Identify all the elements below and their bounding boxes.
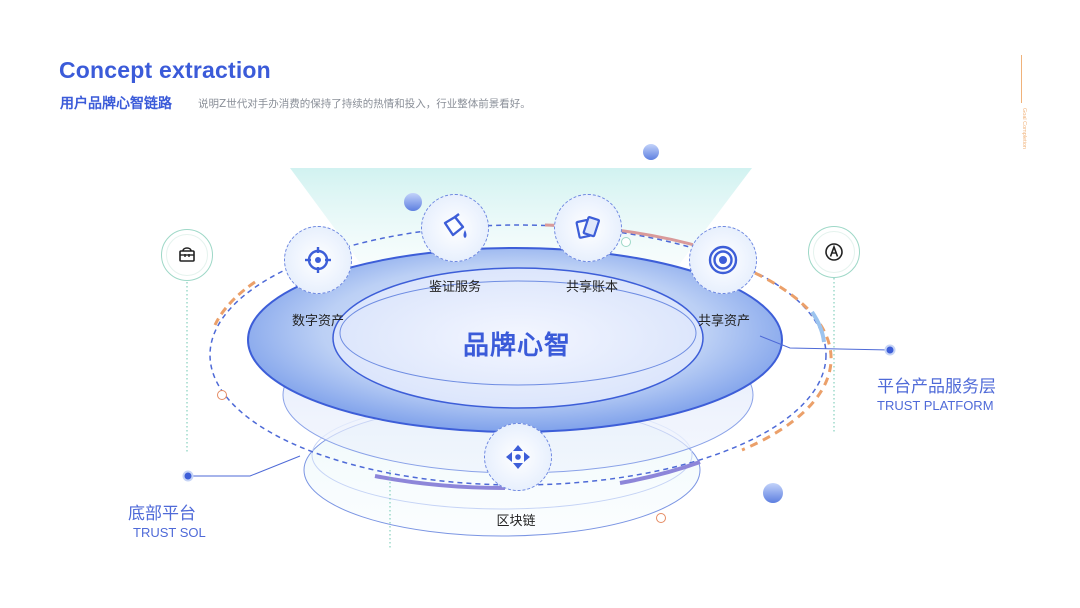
page-subtitle: 用户品牌心智链路 [60, 96, 172, 112]
callout-line-platform [759, 335, 891, 351]
move-arrows-icon [506, 445, 530, 469]
floating-sphere-1 [643, 144, 659, 160]
marker-circle-top [621, 237, 631, 247]
node-digital-assets[interactable] [284, 226, 352, 294]
side-node-right[interactable] [808, 226, 860, 278]
orbit-ring-accent-orange-right [741, 271, 833, 452]
layer-platform-title: 平台产品服务层 [877, 377, 996, 397]
crosshair-icon [305, 247, 331, 273]
orbit-ring [209, 224, 827, 486]
compass-icon [825, 243, 843, 261]
node-label-shared-assets: 共享资产 [697, 314, 751, 329]
node-blockchain[interactable] [484, 423, 552, 491]
node-label-blockchain: 区块链 [496, 514, 536, 529]
cards-icon [575, 216, 601, 239]
orbit-ring-accent-orange-left [213, 280, 256, 326]
layer-platform-subtitle: TRUST PLATFORM [877, 398, 994, 413]
paint-bucket-icon [443, 213, 467, 238]
top-disc-inner [332, 267, 704, 409]
node-shared-assets[interactable] [689, 226, 757, 294]
page-title: Concept extraction [59, 57, 271, 83]
orbit-ring-accent-bottom-right [619, 460, 701, 485]
callout-line-base [188, 455, 301, 477]
floating-sphere-3 [763, 483, 783, 503]
side-node-left[interactable] [161, 229, 213, 281]
orbit-ring-accent-blue-right [810, 310, 826, 343]
orbit-ring-accent-bottom [374, 474, 506, 491]
callout-dot-platform [884, 344, 896, 356]
basket-icon [179, 247, 195, 262]
floating-sphere-2 [404, 193, 422, 211]
node-label-shared-ledger: 共享账本 [565, 280, 619, 295]
layer-base-subtitle: TRUST SOL [133, 525, 206, 540]
node-label-digital-assets: 数字资产 [291, 314, 345, 329]
page-description: 说明Z世代对手办消费的保持了持续的热情和投入，行业整体前景看好。 [198, 98, 531, 110]
layer-base-title: 底部平台 [128, 504, 196, 524]
callout-dot-base [182, 470, 194, 482]
node-verification-service[interactable] [421, 194, 489, 262]
node-label-verification-service: 鉴证服务 [428, 280, 482, 295]
side-divider [1021, 55, 1022, 103]
marker-circle-left [217, 390, 227, 400]
marker-circle-bottom [656, 513, 666, 523]
node-shared-ledger[interactable] [554, 194, 622, 262]
side-caption: Goal Completion [1021, 108, 1027, 149]
core-label: 品牌心智 [462, 331, 572, 361]
target-icon [708, 245, 738, 275]
top-disc-core-ring [339, 280, 697, 386]
